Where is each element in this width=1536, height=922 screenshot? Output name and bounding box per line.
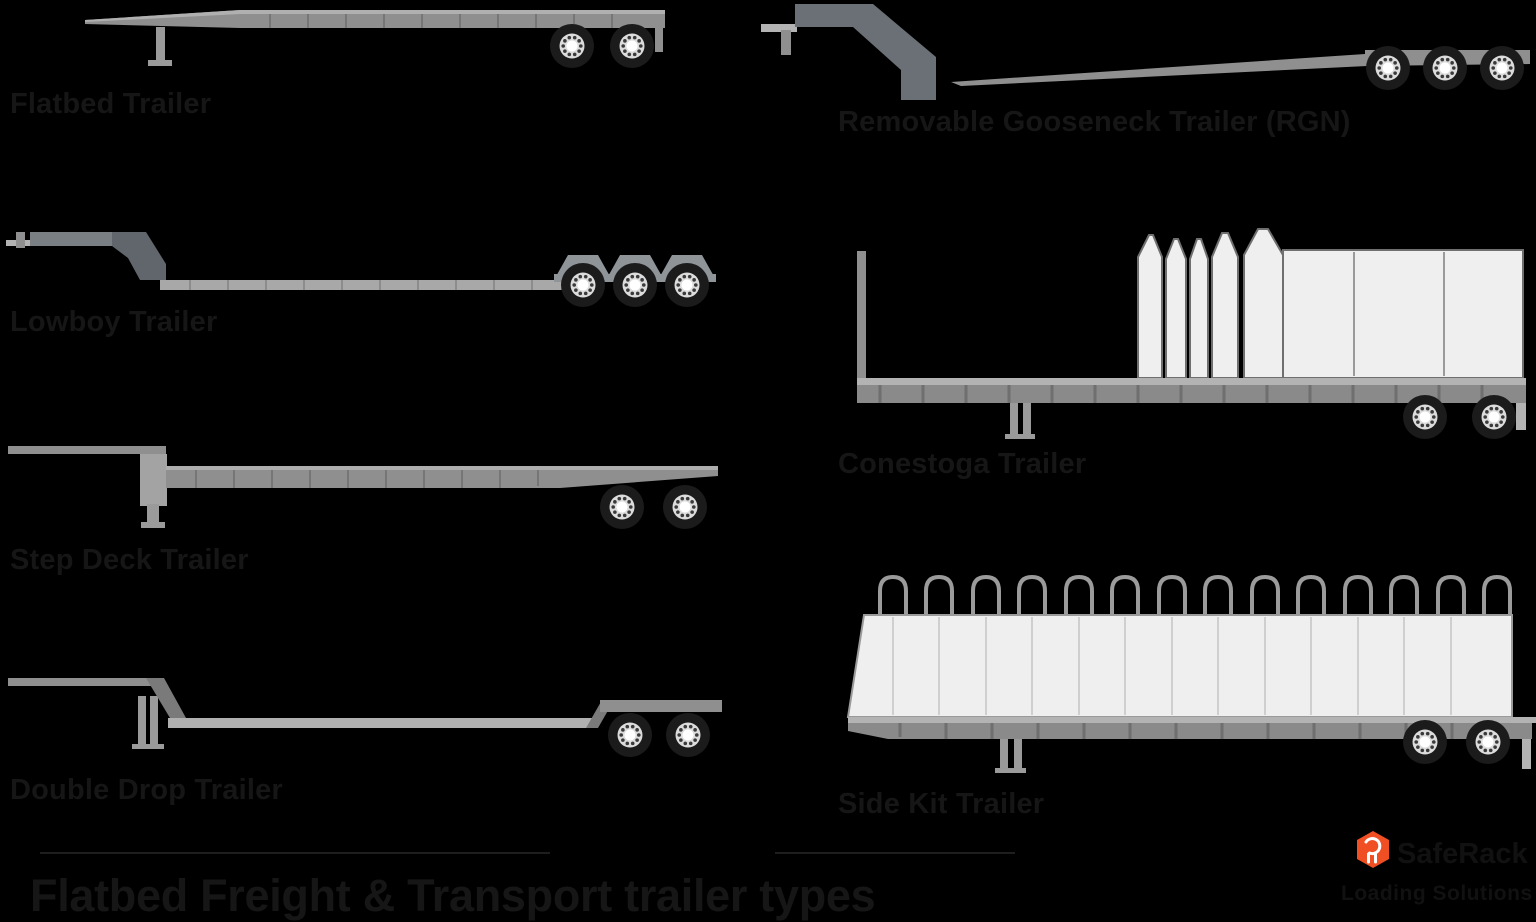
step-deck-trailer-icon [8, 446, 718, 529]
side-kit-trailer-icon [846, 575, 1536, 773]
side-kit-trailer-label: Side Kit Trailer [838, 788, 1045, 820]
flatbed-trailer-icon [85, 10, 665, 68]
double-drop-trailer-icon [8, 678, 722, 757]
saferack-tagline-text: Loading Solutions [1341, 882, 1533, 905]
double-drop-trailer-label: Double Drop Trailer [10, 774, 283, 806]
rgn-trailer-icon [761, 4, 1530, 100]
conestoga-trailer-label: Conestoga Trailer [838, 448, 1087, 480]
lowboy-trailer-icon [6, 232, 716, 307]
tarp-bows [878, 575, 1512, 621]
conestoga-trailer-icon [857, 228, 1526, 439]
step-deck-trailer-label: Step Deck Trailer [10, 544, 249, 576]
flatbed-trailer-label: Flatbed Trailer [10, 88, 212, 120]
divider-line-left [40, 852, 550, 854]
rgn-trailer-label: Removable Gooseneck Trailer (RGN) [838, 106, 1351, 138]
saferack-hexagon-icon [1357, 831, 1389, 868]
page-title: Flatbed Freight & Transport trailer type… [30, 870, 876, 921]
lowboy-trailer-label: Lowboy Trailer [10, 306, 218, 338]
saferack-brand-text: SafeRack [1397, 838, 1528, 870]
divider-line-right [775, 852, 1015, 854]
